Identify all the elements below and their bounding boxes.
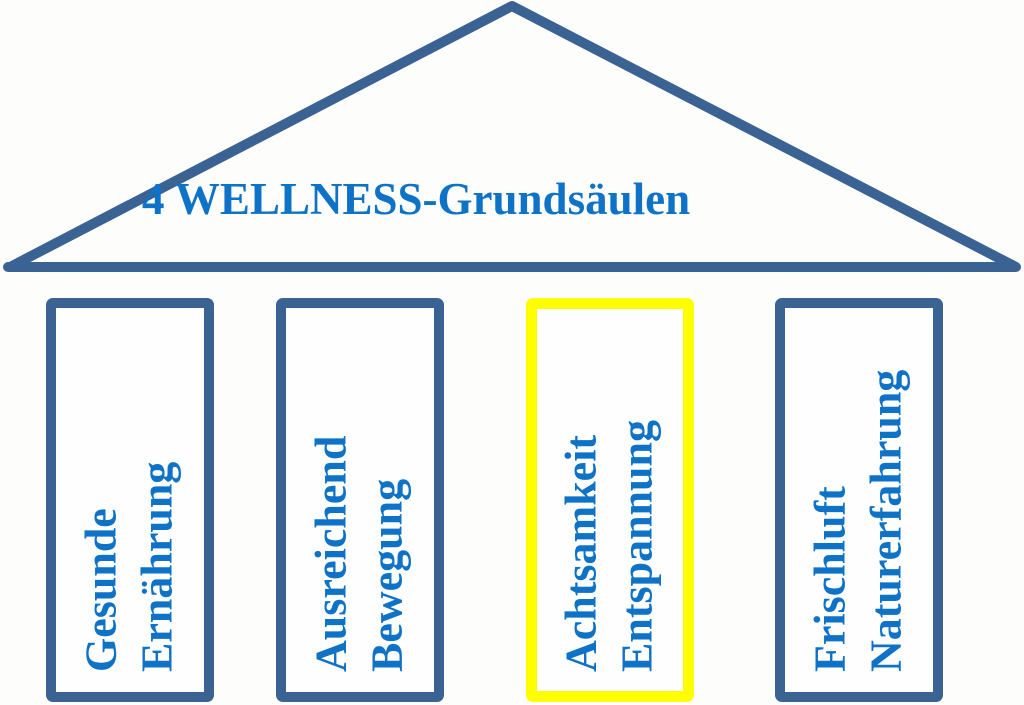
roof-outline — [3, 1, 1021, 272]
roof-triangle — [7, 1, 1019, 271]
pillar: Gesunde Ernährung — [46, 298, 214, 702]
pillar-label-line2: Entspannung — [613, 420, 662, 672]
pillar-label-line1: Achtsamkeit — [556, 434, 606, 672]
pillar: Ausreichend Bewegung — [276, 298, 444, 702]
pillar-label-line1: Ausreichend — [306, 435, 356, 672]
pillar-label: Achtsamkeit Entspannung — [554, 312, 667, 688]
pillar-label-line1: Gesunde — [76, 508, 126, 672]
pillar-label-line2: Ernährung — [133, 461, 182, 672]
pillar-label-line2: Bewegung — [363, 478, 412, 672]
pillar-label-line2: Naturerfahrung — [862, 369, 911, 672]
pillar-label: Frischluft Naturerfahrung — [803, 312, 916, 688]
pillar-label-line1: Frischluft — [805, 486, 855, 672]
pillar-label: Ausreichend Bewegung — [304, 312, 417, 688]
pillar: Frischluft Naturerfahrung — [775, 298, 943, 702]
pillar: Achtsamkeit Entspannung — [526, 298, 694, 702]
pillar-label: Gesunde Ernährung — [74, 312, 187, 688]
diagram-title: 4 WELLNESS-Grundsäulen — [142, 174, 691, 224]
